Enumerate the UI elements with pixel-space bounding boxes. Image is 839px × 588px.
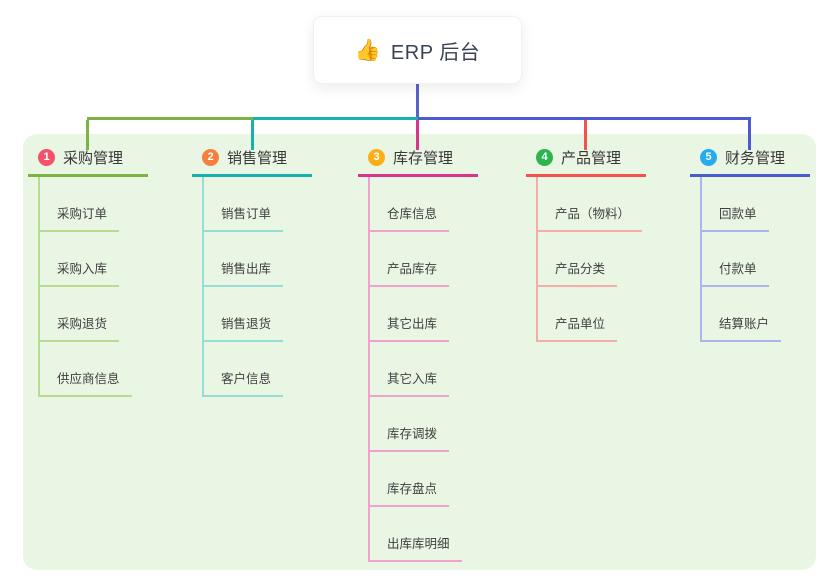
child-label[interactable]: 其它入库 bbox=[368, 368, 450, 397]
branch-product: 4 产品管理 产品（物料） 产品分类 产品单位 bbox=[526, 146, 676, 342]
connector-branch1-horizontal bbox=[87, 117, 253, 120]
branch-title-product[interactable]: 4 产品管理 bbox=[526, 146, 646, 177]
child-node: 仓库信息 bbox=[358, 177, 508, 232]
branch-label: 产品管理 bbox=[561, 150, 622, 167]
child-node: 销售订单 bbox=[192, 177, 342, 232]
child-label[interactable]: 产品库存 bbox=[368, 258, 450, 287]
connector-branch5-horizontal bbox=[418, 117, 751, 120]
child-label[interactable]: 其它出库 bbox=[368, 313, 450, 342]
branch-title-finance[interactable]: 5 财务管理 bbox=[690, 146, 810, 177]
child-label[interactable]: 采购入库 bbox=[38, 258, 120, 287]
root-title: ERP 后台 bbox=[390, 41, 481, 64]
connector-branch1-drop bbox=[86, 120, 89, 150]
branch-number-badge: 1 bbox=[38, 149, 55, 166]
child-node: 采购入库 bbox=[28, 232, 178, 287]
child-label[interactable]: 产品分类 bbox=[536, 258, 618, 287]
child-label[interactable]: 回款单 bbox=[700, 203, 769, 232]
thumbs-up-icon: 👍 bbox=[354, 38, 381, 62]
child-node: 销售退货 bbox=[192, 287, 342, 342]
child-node: 产品（物料） bbox=[526, 177, 676, 232]
branch-number-badge: 3 bbox=[368, 149, 385, 166]
child-node: 其它出库 bbox=[358, 287, 508, 342]
branch-number-badge: 2 bbox=[202, 149, 219, 166]
child-label[interactable]: 产品单位 bbox=[536, 313, 618, 342]
branch-label: 销售管理 bbox=[227, 150, 288, 167]
branch-purchase: 1 采购管理 采购订单 采购入库 采购退货 供应商信息 bbox=[28, 146, 178, 397]
child-label[interactable]: 库存盘点 bbox=[368, 478, 450, 507]
child-node: 回款单 bbox=[690, 177, 839, 232]
connector-branch2-drop bbox=[251, 120, 254, 150]
branch-trunk-line bbox=[700, 177, 702, 342]
branch-number-badge: 4 bbox=[536, 149, 553, 166]
child-label[interactable]: 结算账户 bbox=[700, 313, 782, 342]
child-node: 客户信息 bbox=[192, 342, 342, 397]
child-node: 出库库明细 bbox=[358, 507, 508, 562]
child-node: 产品库存 bbox=[358, 232, 508, 287]
branch-label: 财务管理 bbox=[725, 150, 786, 167]
branch-title-inventory[interactable]: 3 库存管理 bbox=[358, 146, 478, 177]
child-label[interactable]: 采购订单 bbox=[38, 203, 120, 232]
connector-branch3-drop bbox=[416, 120, 419, 150]
branch-label: 库存管理 bbox=[393, 150, 454, 167]
child-node: 采购订单 bbox=[28, 177, 178, 232]
child-node: 其它入库 bbox=[358, 342, 508, 397]
child-node: 结算账户 bbox=[690, 287, 839, 342]
child-node: 库存盘点 bbox=[358, 452, 508, 507]
connector-branch5-drop bbox=[748, 120, 751, 150]
root-node[interactable]: 👍 ERP 后台 bbox=[313, 16, 522, 84]
child-label[interactable]: 销售出库 bbox=[202, 258, 284, 287]
child-label[interactable]: 仓库信息 bbox=[368, 203, 450, 232]
branch-trunk-line bbox=[368, 177, 370, 562]
child-label[interactable]: 出库库明细 bbox=[368, 533, 462, 562]
child-node: 付款单 bbox=[690, 232, 839, 287]
child-node: 库存调拨 bbox=[358, 397, 508, 452]
branch-title-purchase[interactable]: 1 采购管理 bbox=[28, 146, 148, 177]
branches-panel bbox=[23, 134, 816, 570]
branch-inventory: 3 库存管理 仓库信息 产品库存 其它出库 其它入库 库存调拨 库存盘点 出库库… bbox=[358, 146, 508, 562]
connector-branch2-horizontal bbox=[253, 117, 418, 120]
child-node: 产品分类 bbox=[526, 232, 676, 287]
root-connector-line bbox=[416, 84, 419, 118]
branch-sales: 2 销售管理 销售订单 销售出库 销售退货 客户信息 bbox=[192, 146, 342, 397]
child-label[interactable]: 产品（物料） bbox=[536, 203, 643, 232]
branch-trunk-line bbox=[38, 177, 40, 397]
child-node: 采购退货 bbox=[28, 287, 178, 342]
branch-finance: 5 财务管理 回款单 付款单 结算账户 bbox=[690, 146, 839, 342]
branch-label: 采购管理 bbox=[63, 150, 124, 167]
connector-branch4-drop bbox=[584, 120, 587, 150]
child-label[interactable]: 销售退货 bbox=[202, 313, 284, 342]
child-label[interactable]: 供应商信息 bbox=[38, 368, 132, 397]
branch-trunk-line bbox=[202, 177, 204, 397]
child-label[interactable]: 付款单 bbox=[700, 258, 769, 287]
child-node: 产品单位 bbox=[526, 287, 676, 342]
branch-title-sales[interactable]: 2 销售管理 bbox=[192, 146, 312, 177]
child-node: 销售出库 bbox=[192, 232, 342, 287]
branch-trunk-line bbox=[536, 177, 538, 342]
branch-number-badge: 5 bbox=[700, 149, 717, 166]
child-label[interactable]: 库存调拨 bbox=[368, 423, 450, 452]
child-node: 供应商信息 bbox=[28, 342, 178, 397]
child-label[interactable]: 销售订单 bbox=[202, 203, 284, 232]
child-label[interactable]: 客户信息 bbox=[202, 368, 284, 397]
child-label[interactable]: 采购退货 bbox=[38, 313, 120, 342]
